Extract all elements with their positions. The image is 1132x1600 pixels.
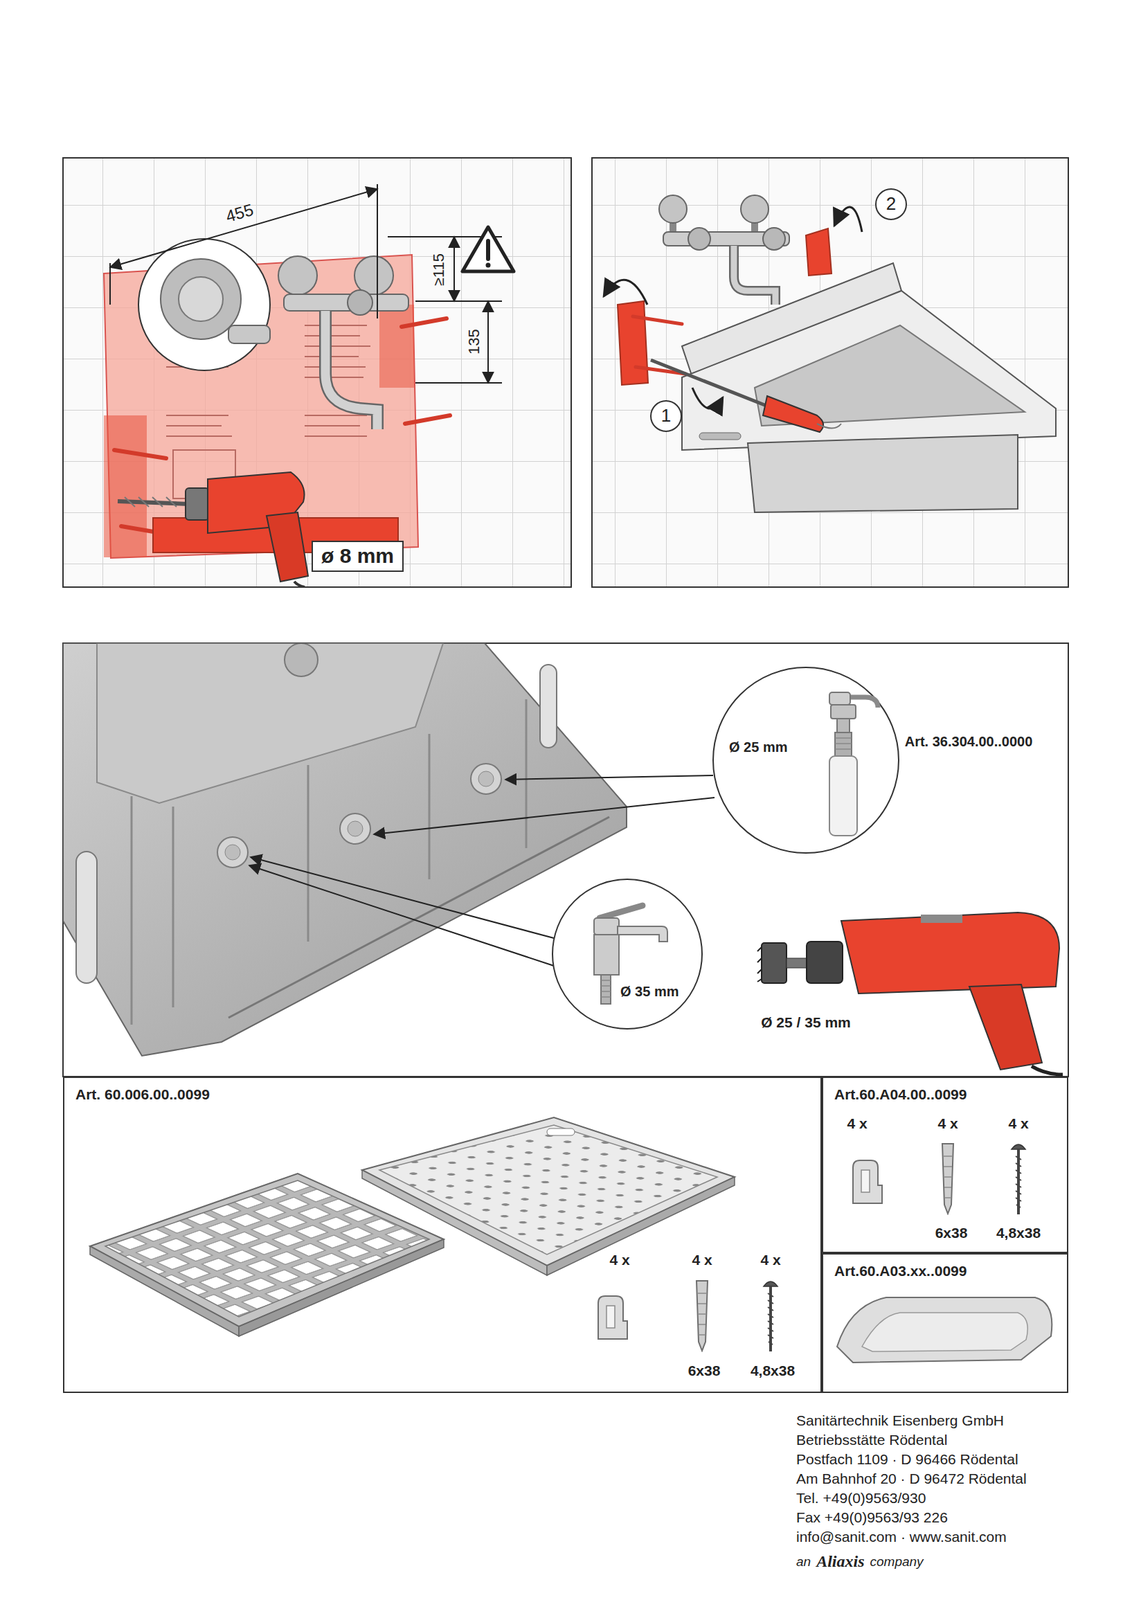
quantity: 4 x: [937, 1115, 958, 1132]
panel-frame: [63, 157, 572, 588]
detail-text: Ø 35 mm: [620, 983, 679, 1000]
address-line: Tel. +49(0)9563/930: [796, 1489, 926, 1507]
address-line: Fax +49(0)9563/93 226: [796, 1509, 948, 1526]
dimension-lines: [110, 184, 502, 383]
zoom-circle: [551, 877, 704, 1031]
address-line: Betriebsstätte Rödental: [796, 1431, 948, 1449]
dimension: 135: [464, 329, 482, 356]
quantity: 4 x: [846, 1115, 867, 1132]
grid-tray: [90, 1173, 444, 1337]
screw-size: 4,8x38: [750, 1362, 795, 1380]
callout-text: 1: [661, 405, 671, 427]
detail-text: Ø 25 mm: [729, 739, 788, 756]
company-note: an: [796, 1554, 811, 1570]
article-number: Art. 60.006.00..0099: [75, 1086, 210, 1103]
dowel-size: 6x38: [935, 1224, 968, 1242]
quantity: 4 x: [691, 1251, 712, 1269]
address-line: info@sanit.com · www.sanit.com: [796, 1528, 1007, 1546]
quantity: 4 x: [760, 1251, 781, 1269]
warning-symbol: [462, 227, 514, 272]
mounting-step-panel: [63, 157, 572, 588]
panel-frame: [63, 643, 1069, 1077]
quantity: 4 x: [1008, 1115, 1029, 1132]
dowel-size: 6x38: [688, 1362, 721, 1380]
soap-dish: [837, 1297, 1052, 1363]
accessory-panel: Art. 60.006.00..0099: [63, 1076, 822, 1394]
perforated-tray: [362, 1117, 735, 1276]
accessory-panel: Art.60.A03.xx..0099: [821, 1253, 1069, 1394]
size-text: ø 8 mm: [321, 544, 394, 569]
article-number: Art.60.A03.xx..0099: [834, 1262, 967, 1280]
callout-text: 2: [886, 193, 896, 215]
callout-number: 2: [875, 188, 907, 221]
detail-text: Art. 36.304.00..0000: [902, 733, 1035, 750]
address-line: Postfach 1109 · D 96466 Rödental: [796, 1451, 1019, 1468]
dimension: ≥115: [429, 253, 448, 286]
drill: [757, 912, 1063, 1075]
sink-underside: [63, 643, 627, 1056]
article-number: Art.60.A04.00..0099: [834, 1086, 967, 1103]
screw-size: 4,8x38: [996, 1224, 1041, 1242]
detail-circle: Ø 35 mm: [551, 877, 704, 1031]
company-logo: Aliaxis: [816, 1552, 865, 1572]
drill-size-box: ø 8 mm: [311, 540, 404, 572]
callout-number: 1: [650, 400, 682, 433]
panel-frame: [591, 157, 1069, 588]
zoom-circle: [711, 666, 1038, 855]
address-line: Sanitärtechnik Eisenberg GmbH: [796, 1412, 1004, 1430]
detail-circle: Ø 25 mm Art. 36.304.00..0000: [711, 666, 1038, 855]
drill-size: Ø 25 / 35 mm: [760, 1014, 851, 1031]
address-line: Am Bahnhof 20 · D 96472 Rödental: [796, 1470, 1027, 1488]
mounting-step-panel: [591, 157, 1069, 588]
quantity: 4 x: [609, 1251, 630, 1269]
company-note: company: [870, 1554, 924, 1570]
